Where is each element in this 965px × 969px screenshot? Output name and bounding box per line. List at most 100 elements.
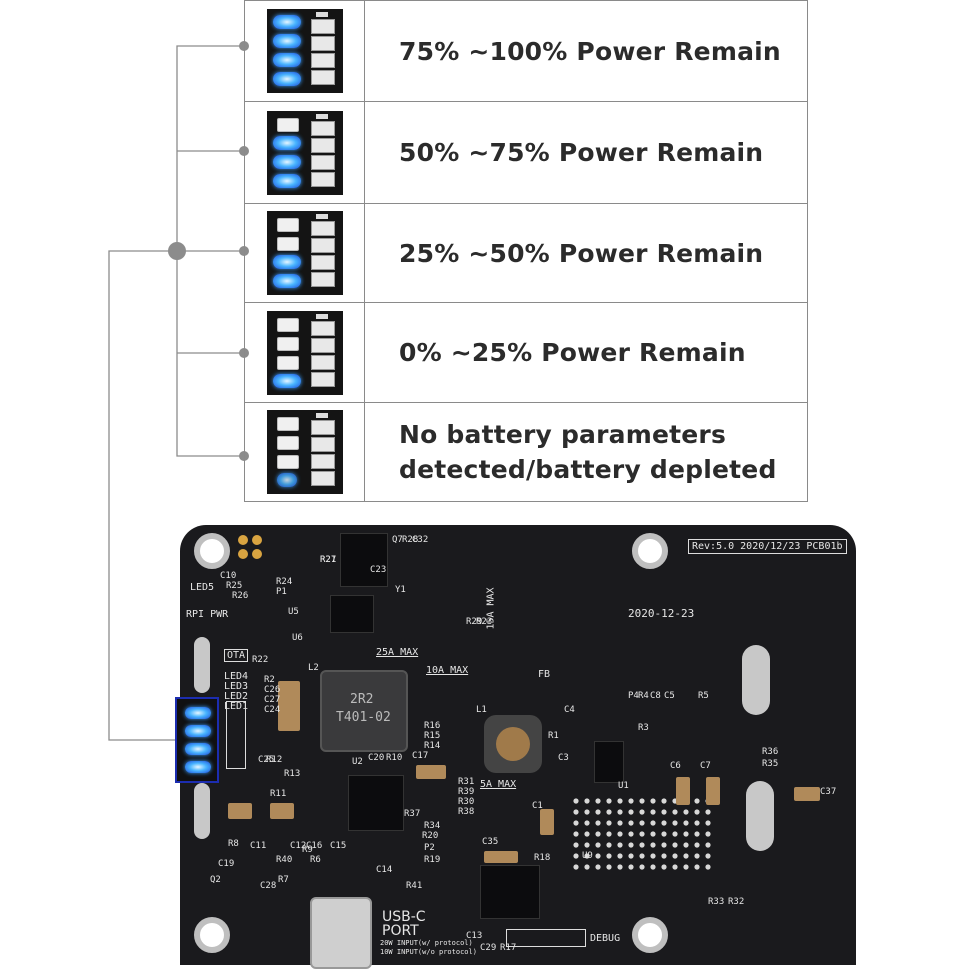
component-ref-label: R34 — [424, 821, 441, 831]
component-ref-label: C8 — [650, 691, 661, 701]
component-ref-label: C10 — [220, 571, 237, 581]
component-ref-label: R8 — [228, 839, 239, 849]
pcb-board-image: Rev:5.0 2020/12/23 PCB01b 2020-12-23 LED… — [175, 525, 856, 969]
component-ref-label: R2 — [264, 675, 275, 685]
battery-terminal-pad — [194, 637, 210, 693]
bga-dot — [694, 809, 700, 815]
component-ref-label: L1 — [476, 705, 487, 715]
mounting-hole — [632, 533, 668, 569]
indicator-led — [272, 255, 301, 269]
component-ref-label: R18 — [534, 853, 551, 863]
component-ref-label: C4 — [564, 705, 575, 715]
bga-dot — [705, 853, 711, 859]
bga-dot — [584, 809, 590, 815]
bga-dot — [639, 864, 645, 870]
ic-u2 — [348, 775, 404, 831]
bga-dot — [617, 842, 623, 848]
component-ref-label: C17 — [412, 751, 429, 761]
legend-row-3: 25% ~50% Power Remain — [245, 203, 807, 302]
component-ref-label: R24 — [276, 577, 293, 587]
battery-legend-table: 75% ~100% Power Remain 50% ~75% Power Re… — [244, 0, 808, 502]
bga-dot — [694, 842, 700, 848]
legend-label: 50% ~75% Power Remain — [399, 138, 764, 167]
component-ref-label: R31 — [458, 777, 475, 787]
ic-u1 — [594, 741, 624, 783]
bga-dot — [650, 864, 656, 870]
bga-dot — [705, 809, 711, 815]
bga-dot — [694, 820, 700, 826]
pcb-date-text: 2020-12-23 — [628, 607, 695, 620]
bga-dot — [672, 853, 678, 859]
indicator-led — [276, 436, 299, 450]
bga-dot — [705, 842, 711, 848]
component-ref-label: R4 — [638, 691, 649, 701]
indicator-led — [272, 72, 301, 86]
bga-dot — [661, 809, 667, 815]
component-ref-label: R16 — [424, 721, 441, 731]
bga-dot — [595, 809, 601, 815]
bga-dot — [584, 831, 590, 837]
debug-header — [506, 929, 586, 947]
component-ref-label: Q2 — [210, 875, 221, 885]
component-ref-label: P2 — [424, 843, 435, 853]
component-ref-label: R10 — [386, 753, 403, 763]
component-ref-label: R7 — [278, 875, 289, 885]
component-ref-label: C12 — [290, 841, 307, 851]
bga-dot — [573, 831, 579, 837]
component-ref-label: R32 — [728, 897, 745, 907]
component-ref-label: C26 — [264, 685, 281, 695]
bga-dot — [661, 842, 667, 848]
component-ref-label: C7 — [700, 761, 711, 771]
bga-dot — [683, 820, 689, 826]
component-ref-label: Q7 — [392, 535, 403, 545]
bga-dot — [639, 820, 645, 826]
bga-dot — [683, 831, 689, 837]
component-ref-label: R26 — [232, 591, 249, 601]
junction-dot — [168, 242, 186, 260]
bga-dot — [639, 809, 645, 815]
bga-dot — [661, 853, 667, 859]
rpi-pwr-label: RPI PWR — [186, 609, 229, 620]
component-ref-label: R29 — [466, 617, 483, 627]
capacitor — [706, 777, 720, 805]
bga-dot — [683, 842, 689, 848]
indicator-led — [276, 417, 299, 431]
legend-row-5: No battery parameters detected/battery d… — [245, 402, 807, 502]
component-ref-label: C24 — [264, 705, 281, 715]
component-ref-label: R5 — [698, 691, 709, 701]
bga-dot — [584, 842, 590, 848]
bga-dot — [694, 864, 700, 870]
bga-dot — [650, 798, 656, 804]
input-label-1: 20W INPUT(w/ protocol) — [380, 939, 473, 947]
component-ref-label: R27 — [320, 555, 337, 565]
led5-label: LED5 — [190, 582, 215, 593]
component-ref-label: L2 — [308, 663, 319, 673]
component-ref-label: C27 — [264, 695, 281, 705]
component-ref-label: C28 — [260, 881, 277, 891]
indicator-led — [276, 355, 299, 370]
indicator-led — [272, 15, 301, 29]
component-ref-label: Y1 — [395, 585, 406, 595]
legend-row-1: 75% ~100% Power Remain — [245, 0, 807, 101]
component-ref-label: R38 — [458, 807, 475, 817]
bga-dot — [672, 831, 678, 837]
legend-label: 25% ~50% Power Remain — [399, 238, 764, 268]
component-ref-label: C19 — [218, 859, 235, 869]
bga-dot — [628, 820, 634, 826]
component-ref-label: C20 — [368, 753, 385, 763]
bga-dot — [595, 853, 601, 859]
bga-dot — [617, 864, 623, 870]
bga-dot — [661, 831, 667, 837]
bga-dot — [606, 831, 612, 837]
usb-c-label: USB-C — [382, 909, 426, 925]
current-label: 10A MAX — [426, 665, 469, 676]
bga-dot — [628, 864, 634, 870]
component-ref-label: P4 — [628, 691, 639, 701]
component-ref-label: C13 — [466, 931, 483, 941]
pcb-revision-text: Rev:5.0 2020/12/23 PCB01b — [688, 539, 847, 554]
component-ref-label: U9 — [582, 851, 593, 861]
bga-dot — [639, 842, 645, 848]
component-ref-label: R22 — [252, 655, 269, 665]
bga-dot — [606, 842, 612, 848]
bga-dot — [628, 853, 634, 859]
